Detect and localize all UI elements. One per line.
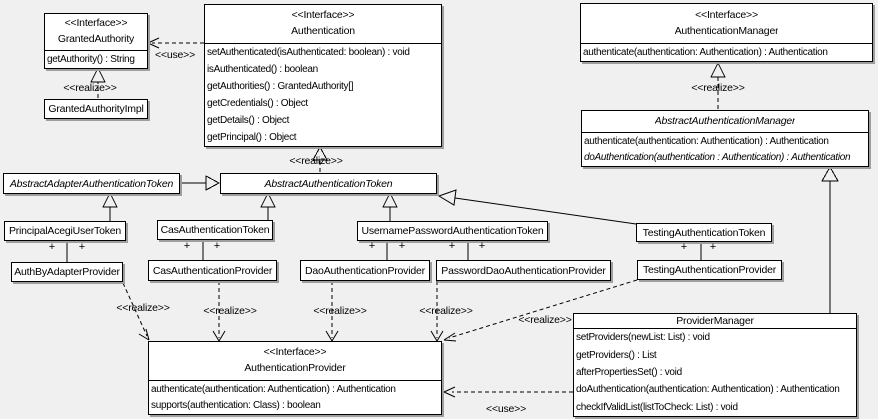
realize-label: <<realize>> bbox=[289, 155, 343, 167]
class-cas-authentication-token[interactable]: CasAuthenticationToken bbox=[157, 220, 273, 240]
method: isAuthenticated() : boolean bbox=[207, 64, 318, 75]
class-name: TestingAuthenticationToken bbox=[642, 226, 766, 239]
use-label: <<use>> bbox=[154, 49, 196, 61]
edge-gen-usernamepasswordtoken[interactable] bbox=[382, 191, 398, 221]
class-name: ProviderManager bbox=[676, 315, 754, 327]
method: getDetails() : Object bbox=[207, 115, 290, 126]
multiplicity-plus: + bbox=[398, 240, 406, 252]
method: getAuthorities() : GrantedAuthority[] bbox=[207, 81, 354, 92]
class-testing-authentication-provider[interactable]: TestingAuthenticationProvider bbox=[637, 260, 782, 280]
class-abstract-authentication-token[interactable]: AbstractAuthenticationToken bbox=[220, 173, 437, 194]
class-username-password-authentication-token[interactable]: UsernamePasswordAuthenticationToken bbox=[357, 221, 548, 241]
method: doAuthentication(authentication : Authen… bbox=[584, 152, 851, 164]
method: setAuthenticated(isAuthenticated: boolea… bbox=[207, 47, 410, 58]
method: afterPropertiesSet() : void bbox=[576, 367, 682, 379]
method: supports(authentication: Class) : boolea… bbox=[151, 400, 321, 412]
method: authenticate(authentication: Authenticat… bbox=[583, 47, 828, 58]
edge-use-providermanager[interactable] bbox=[443, 386, 573, 398]
edge-realize-grantedauthorityimpl[interactable] bbox=[90, 66, 106, 98]
class-dao-authentication-provider[interactable]: DaoAuthenticationProvider bbox=[300, 260, 430, 281]
edge-gen-casauthenticationtoken[interactable] bbox=[260, 191, 276, 220]
edge-realize-authbyadapterprovider[interactable] bbox=[122, 282, 150, 341]
method: setProviders(newList: List) : void bbox=[576, 332, 710, 344]
class-cas-authentication-provider[interactable]: CasAuthenticationProvider bbox=[148, 260, 277, 281]
class-authentication-manager[interactable]: <<Interface>> AuthenticationManager auth… bbox=[580, 3, 873, 62]
edge-gen-testingtoken[interactable] bbox=[437, 189, 637, 225]
class-name: UsernamePasswordAuthenticationToken bbox=[361, 225, 544, 237]
realize-label: <<realize>> bbox=[518, 314, 572, 326]
class-name: AuthenticationManager bbox=[674, 24, 779, 37]
multiplicity-plus: + bbox=[709, 241, 717, 253]
class-name: AbstractAdapterAuthenticationToken bbox=[9, 177, 174, 190]
class-password-dao-authentication-provider[interactable]: PasswordDaoAuthenticationProvider bbox=[436, 260, 611, 281]
class-name: PrincipalAcegiUserToken bbox=[8, 225, 122, 237]
class-abstract-adapter-authentication-token[interactable]: AbstractAdapterAuthenticationToken bbox=[3, 173, 180, 194]
multiplicity-plus: + bbox=[183, 240, 191, 252]
realize-label: <<realize>> bbox=[203, 305, 257, 317]
class-name: PasswordDaoAuthenticationProvider bbox=[441, 264, 606, 277]
multiplicity-plus: + bbox=[48, 241, 56, 253]
class-name: AbstractAuthenticationManager bbox=[654, 114, 796, 127]
edge-realize-abstractauthenticationtoken[interactable] bbox=[312, 145, 328, 172]
class-name: GrantedAuthorityImpl bbox=[48, 103, 144, 115]
edge-realize-passworddaoprovider[interactable] bbox=[430, 281, 444, 342]
class-name: GrantedAuthority bbox=[57, 33, 135, 45]
edge-use-authentication-grantedauthority[interactable] bbox=[147, 37, 204, 49]
multiplicity-plus: + bbox=[213, 240, 221, 252]
use-label: <<use>> bbox=[485, 403, 527, 415]
stereotype-label: <<Interface>> bbox=[695, 8, 758, 21]
class-name: DaoAuthenticationProvider bbox=[305, 264, 425, 277]
edge-realize-testingprovider[interactable] bbox=[443, 279, 638, 342]
class-authentication-provider[interactable]: <<Interface>> AuthenticationProvider aut… bbox=[148, 341, 442, 415]
class-granted-authority[interactable]: <<Interface>> GrantedAuthority getAuthor… bbox=[44, 13, 148, 69]
multiplicity-plus: + bbox=[478, 240, 486, 252]
edge-gen-abstractadaptertoken[interactable] bbox=[180, 175, 221, 191]
class-name: TestingAuthenticationProvider bbox=[642, 264, 777, 276]
stereotype-label: <<Interface>> bbox=[64, 17, 128, 30]
method: checkIfValidList(listToCheck: List) : vo… bbox=[576, 401, 738, 413]
method: authenticate(authentication: Authenticat… bbox=[584, 135, 829, 147]
method: getAuthority() : String bbox=[47, 54, 135, 65]
edge-realize-daoprovider[interactable] bbox=[325, 281, 339, 342]
class-granted-authority-impl[interactable]: GrantedAuthorityImpl bbox=[44, 99, 148, 119]
class-name: AuthByAdapterProvider bbox=[14, 266, 120, 278]
multiplicity-plus: + bbox=[448, 240, 456, 252]
realize-label: <<realize>> bbox=[419, 305, 473, 317]
method: getProviders() : List bbox=[576, 349, 657, 361]
method: getCredentials() : Object bbox=[207, 98, 308, 109]
edge-gen-providermanager[interactable] bbox=[821, 165, 839, 313]
class-name: AuthenticationProvider bbox=[244, 362, 346, 374]
realize-label: <<realize>> bbox=[116, 302, 170, 314]
class-principal-acegi-user-token[interactable]: PrincipalAcegiUserToken bbox=[4, 221, 126, 241]
multiplicity-plus: + bbox=[368, 240, 376, 252]
stereotype-label: <<Interface>> bbox=[263, 346, 327, 359]
class-testing-authentication-token[interactable]: TestingAuthenticationToken bbox=[636, 223, 772, 242]
class-name: CasAuthenticationProvider bbox=[152, 264, 273, 277]
realize-label: <<realize>> bbox=[313, 305, 367, 317]
class-name: AbstractAuthenticationToken bbox=[264, 177, 393, 190]
class-name: Authentication bbox=[291, 25, 355, 37]
class-name: CasAuthenticationToken bbox=[160, 224, 270, 236]
method: authenticate(authentication: Authenticat… bbox=[151, 383, 396, 395]
edge-gen-principalacegiusertoken[interactable] bbox=[102, 191, 118, 221]
edge-realize-abstractauthenticationmanager[interactable] bbox=[710, 61, 726, 109]
method: doAuthentication(authentication: Authent… bbox=[576, 384, 840, 396]
class-abstract-authentication-manager[interactable]: AbstractAuthenticationManager authentica… bbox=[581, 110, 869, 167]
method: getPrincipal() : Object bbox=[207, 132, 297, 143]
multiplicity-plus: + bbox=[680, 241, 688, 253]
stereotype-label: <<Interface>> bbox=[291, 9, 355, 22]
class-provider-manager[interactable]: ProviderManager setProviders(newList: Li… bbox=[573, 313, 857, 417]
multiplicity-plus: + bbox=[78, 241, 86, 253]
realize-label: <<realize>> bbox=[63, 82, 117, 94]
realize-label: <<realize>> bbox=[691, 82, 745, 94]
class-auth-by-adapter-provider[interactable]: AuthByAdapterProvider bbox=[11, 262, 123, 282]
edge-realize-casprovider[interactable] bbox=[212, 281, 226, 342]
class-authentication[interactable]: <<Interface>> Authentication setAuthenti… bbox=[204, 4, 442, 147]
